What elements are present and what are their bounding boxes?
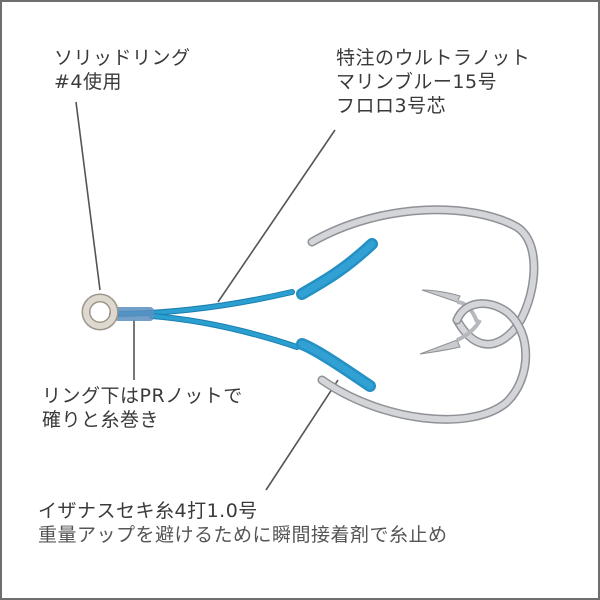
pr-knot-wrap	[114, 307, 154, 321]
callout-line: マリンブルー15号	[336, 71, 498, 93]
leader-line-ring	[75, 101, 101, 291]
solid-ring	[81, 293, 119, 331]
callout-binding-thread: イザナスセキ糸4打1.0号 重量アップを避けるために瞬間接着剤で糸止め	[38, 499, 448, 547]
callout-line: 確りと糸巻き	[42, 409, 160, 431]
callout-line: フロロ3号芯	[336, 95, 447, 117]
callout-line: イザナスセキ糸4打1.0号	[38, 500, 258, 522]
thread-wrap-upper	[296, 238, 378, 300]
braid-line	[109, 289, 300, 350]
leader-line-thread	[265, 379, 339, 491]
thread-wrap-lower	[296, 338, 376, 392]
callout-line: #4使用	[54, 71, 123, 93]
callout-line: 特注のウルトラノット	[336, 47, 531, 69]
hook-lower	[317, 299, 531, 424]
hook-upper	[307, 205, 539, 349]
leader-line-knot	[217, 129, 336, 303]
leader-lines	[75, 101, 339, 491]
callout-line: 重量アップを避けるために瞬間接着剤で糸止め	[38, 524, 448, 546]
callout-line: リング下はPRノットで	[42, 385, 243, 407]
callout-solid-ring: ソリッドリング #4使用	[54, 46, 191, 94]
callout-pr-knot: リング下はPRノットで 確りと糸巻き	[42, 384, 243, 432]
callout-ultra-knot: 特注のウルトラノット マリンブルー15号 フロロ3号芯	[336, 46, 530, 118]
callout-line: ソリッドリング	[54, 47, 191, 69]
